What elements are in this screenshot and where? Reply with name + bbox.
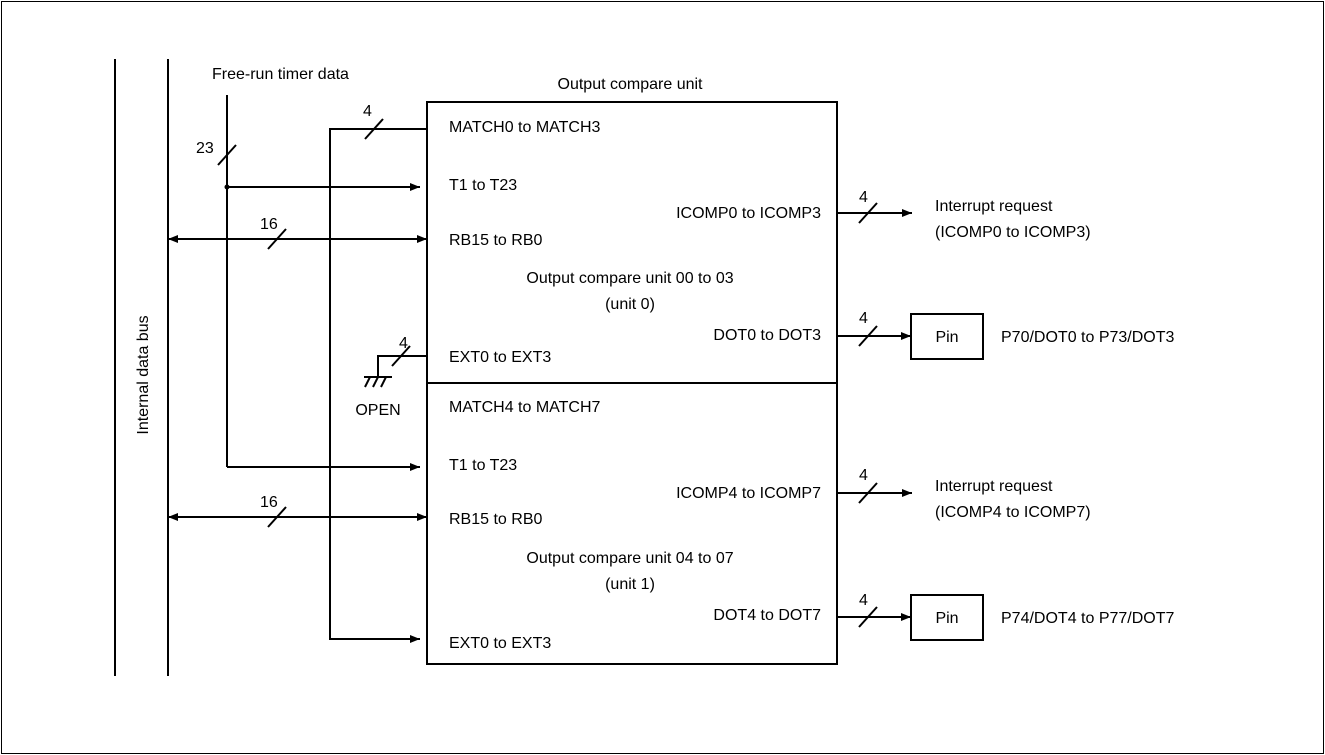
open-label: OPEN (355, 402, 400, 419)
icomp1-output-line (837, 482, 912, 504)
unit1-match-label: MATCH4 to MATCH7 (449, 399, 601, 416)
icomp0-output-line (837, 202, 912, 224)
unit0-t-label: T1 to T23 (449, 177, 517, 194)
unit1-name-line2: (unit 1) (605, 576, 655, 593)
interrupt0-line2: (ICOMP0 to ICOMP3) (935, 224, 1091, 241)
ocu-title: Output compare unit (558, 76, 704, 93)
rb0-width-label: 16 (260, 216, 278, 233)
timer-lines (217, 95, 420, 471)
interrupt0-line1: Interrupt request (935, 198, 1053, 215)
match-loop-line (329, 118, 427, 643)
pin0-name: P70/DOT0 to P73/DOT3 (1001, 329, 1175, 346)
ocu-unit1-box (426, 382, 838, 665)
timer-width-label: 23 (196, 140, 214, 157)
dot0-output-line (837, 325, 911, 347)
unit1-t-label: T1 to T23 (449, 457, 517, 474)
unit0-rb-label: RB15 to RB0 (449, 232, 542, 249)
interrupt1-line2: (ICOMP4 to ICOMP7) (935, 504, 1091, 521)
dot1-output-line (837, 606, 911, 628)
icomp0-width-label: 4 (859, 189, 868, 206)
unit0-match-label: MATCH0 to MATCH3 (449, 119, 601, 136)
pin0-label: Pin (935, 329, 958, 346)
pin1-name: P74/DOT4 to P77/DOT7 (1001, 610, 1175, 627)
pin1-label: Pin (935, 610, 958, 627)
pin0-box (910, 313, 984, 360)
ext0-width-label: 4 (399, 335, 408, 352)
timer-label: Free-run timer data (212, 66, 349, 83)
match-width-label: 4 (363, 103, 372, 120)
rb1-width-label: 16 (260, 494, 278, 511)
unit0-icomp-label: ICOMP0 to ICOMP3 (676, 205, 821, 222)
unit1-rb-label: RB15 to RB0 (449, 511, 542, 528)
internal-data-bus: Internal data bus (114, 59, 169, 676)
unit0-name-line1: Output compare unit 00 to 03 (526, 270, 733, 287)
dot0-width-label: 4 (859, 310, 868, 327)
unit0-name-line2: (unit 0) (605, 296, 655, 313)
unit0-dot-label: DOT0 to DOT3 (713, 327, 821, 344)
pin1-box (910, 594, 984, 641)
icomp1-width-label: 4 (859, 467, 868, 484)
unit1-ext-label: EXT0 to EXT3 (449, 635, 551, 652)
unit1-name-line1: Output compare unit 04 to 07 (526, 550, 733, 567)
unit1-dot-label: DOT4 to DOT7 (713, 607, 821, 624)
rb1-line (168, 506, 427, 528)
rb0-line (168, 228, 427, 250)
dot1-width-label: 4 (859, 592, 868, 609)
bus-label: Internal data bus (135, 315, 152, 434)
interrupt1-line1: Interrupt request (935, 478, 1053, 495)
unit0-ext-label: EXT0 to EXT3 (449, 349, 551, 366)
ground-symbol (364, 345, 427, 388)
unit1-icomp-label: ICOMP4 to ICOMP7 (676, 485, 821, 502)
ocu-unit0-box (426, 101, 838, 384)
